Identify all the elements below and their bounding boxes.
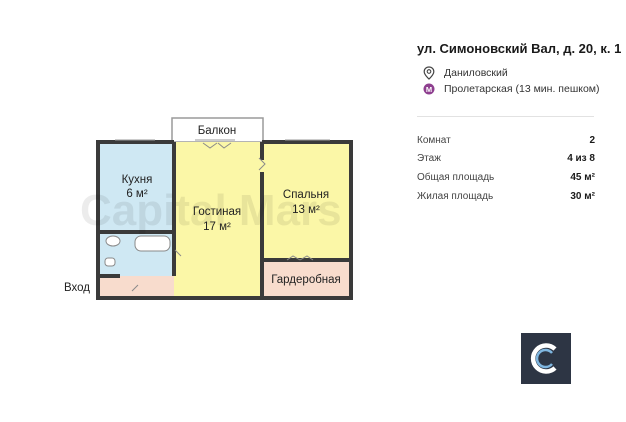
bedroom-area <box>262 142 351 260</box>
stat-floor-label: Этаж <box>417 152 441 164</box>
room-area-living: 17 м² <box>203 221 231 233</box>
door-swings <box>131 142 314 292</box>
stat-total-area: Общая площадь 45 м² <box>417 170 595 184</box>
stat-rooms-value: 2 <box>589 134 595 146</box>
wardrobe-area <box>262 260 351 298</box>
stat-living-area-value: 30 м² <box>570 190 595 202</box>
watermark: Capital Mars <box>80 186 342 235</box>
room-label-wardrobe: Гардеробная <box>271 274 341 286</box>
metro-row: M Пролетарская (13 мин. пешком) <box>423 82 600 96</box>
room-label-living: Гостиная <box>193 206 241 218</box>
capital-mars-logo-icon <box>521 333 571 384</box>
stat-floor: Этаж 4 из 8 <box>417 151 595 165</box>
kitchen-area <box>100 142 174 232</box>
entrance-label: Вход <box>64 282 90 294</box>
walls <box>96 140 353 300</box>
floor-plan: Capital Mars Кухня 6 м² Гостиная 17 м² С… <box>64 117 353 300</box>
address-title: ул. Симоновский Вал, д. 20, к. 1 <box>417 41 622 56</box>
stat-living-area-label: Жилая площадь <box>417 190 494 202</box>
stat-total-area-label: Общая площадь <box>417 171 495 183</box>
district-name: Даниловский <box>444 67 508 79</box>
district-row: Даниловский <box>423 66 508 80</box>
listing-info-panel: ул. Симоновский Вал, д. 20, к. 1 Данилов… <box>417 0 621 417</box>
stat-living-area: Жилая площадь 30 м² <box>417 189 595 203</box>
balcony-label: Балкон <box>198 125 237 137</box>
stat-rooms-label: Комнат <box>417 134 451 146</box>
stat-total-area-value: 45 м² <box>570 171 595 183</box>
metro-name: Пролетарская (13 мин. пешком) <box>444 83 600 95</box>
svg-text:M: M <box>426 85 432 94</box>
room-area-bedroom: 13 м² <box>292 204 320 216</box>
stat-rooms: Комнат 2 <box>417 133 595 147</box>
stat-floor-value: 4 из 8 <box>567 152 595 164</box>
room-label-kitchen: Кухня <box>122 174 153 186</box>
bathroom-fixtures <box>104 235 171 267</box>
living-room-area <box>174 142 262 298</box>
location-pin-icon <box>423 66 435 80</box>
hallway-area <box>100 276 174 298</box>
room-label-bedroom: Спальня <box>283 189 329 201</box>
room-area-kitchen: 6 м² <box>126 188 147 200</box>
floor-plan-drawing: Capital Mars Кухня 6 м² Гостиная 17 м² С… <box>64 117 353 300</box>
metro-icon: M <box>423 82 435 96</box>
info-divider <box>417 116 594 117</box>
